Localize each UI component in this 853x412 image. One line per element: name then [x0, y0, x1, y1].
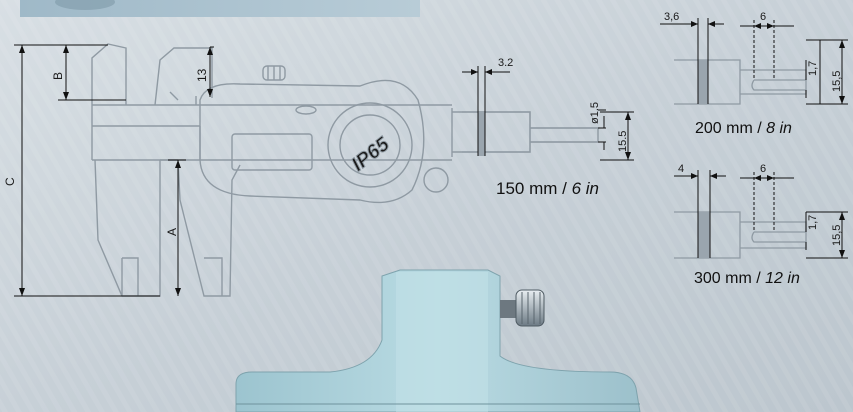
- detail-300mm: 4 6 1,7 15,5 300 mm / 12 in: [674, 163, 848, 287]
- dim-150-dia: ø1.5: [589, 102, 601, 124]
- dim-300-depth: 15,5: [831, 225, 843, 246]
- dim-a-label: A: [165, 228, 179, 236]
- dim-300-step: 1,7: [807, 215, 819, 230]
- dim-200-tip: 3,6: [664, 11, 679, 23]
- caliper-dimensions: [14, 44, 214, 297]
- dim-200-depth: 15,5: [831, 71, 843, 92]
- caption-150mm: 150 mm / 6 in: [496, 179, 599, 198]
- detail-300-rod: [740, 221, 807, 249]
- depth-base-accessory: [235, 269, 641, 412]
- lcd-screen: [231, 133, 313, 171]
- detail-150-beam: [462, 111, 600, 153]
- detail-200-marker: [698, 60, 708, 104]
- caliper-beam: [91, 104, 452, 161]
- detail-150mm: 3.2 ø1.5 15.5 150 mm / 6 in: [462, 57, 634, 198]
- fixed-jaw-tip: [121, 257, 139, 296]
- base-screw-knob: [515, 289, 545, 327]
- head-button: [295, 105, 317, 115]
- dim-300-width: 6: [760, 163, 766, 175]
- caption-300mm: 300 mm / 12 in: [694, 270, 800, 287]
- display-housing: [199, 79, 425, 204]
- top-band: [20, 0, 420, 17]
- top-band-shadow: [55, 0, 115, 10]
- dim-200-width: 6: [760, 11, 766, 23]
- dim-150-tip: 3.2: [498, 57, 513, 69]
- caption-200mm: 200 mm / 8 in: [695, 120, 792, 137]
- detail-150-marker: [478, 112, 485, 156]
- fixed-upper-jaw: [91, 43, 127, 105]
- dim-b-label: B: [51, 72, 65, 80]
- detail-200mm: 3,6 6 1,7 15,5 200 mm / 8 in: [660, 11, 848, 137]
- dim-300-tip: 4: [678, 163, 684, 175]
- sliding-jaw: [177, 159, 241, 297]
- base-column-highlight: [396, 272, 488, 412]
- ip-badge-ring: [327, 102, 413, 188]
- dim-150-depth: 15.5: [617, 131, 629, 152]
- upper-jaw-detail: [169, 91, 197, 105]
- dim-13-label: 13: [195, 68, 209, 82]
- detail-200-rod: [740, 69, 807, 95]
- dim-200-step: 1,7: [807, 61, 819, 76]
- sliding-upper-jaw: [154, 47, 213, 106]
- detail-300-marker: [698, 212, 710, 258]
- sliding-jaw-tip: [204, 257, 223, 296]
- dim-c-label: C: [3, 177, 17, 186]
- ip-badge-inner: [339, 114, 401, 176]
- thumb-roller: [423, 167, 449, 193]
